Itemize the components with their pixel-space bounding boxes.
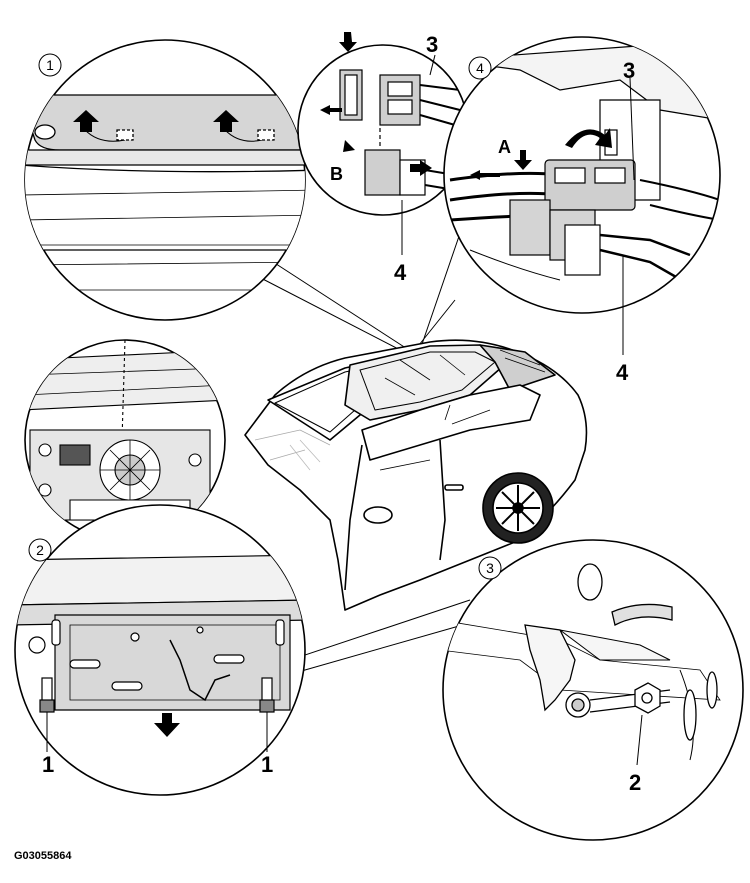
svg-text:1: 1 [46, 57, 54, 73]
svg-text:2: 2 [36, 542, 44, 558]
detail-connector-small [297, 32, 469, 216]
callout-arrow-a: A [498, 137, 511, 157]
detail-badge-4: 4 [468, 56, 492, 80]
callout-bolt-left: 1 [42, 752, 54, 777]
callout-leaders [46, 54, 643, 766]
down-arrow [154, 713, 180, 737]
detail-circle-3 [442, 539, 744, 841]
figure-id: G03055864 [14, 850, 72, 862]
detail-circle-1 [24, 39, 306, 321]
detail-circle-4 [443, 36, 721, 314]
detail-mechanism [24, 339, 226, 541]
lift-arrow-right [213, 110, 239, 132]
detail-circle-2 [14, 504, 306, 796]
car-illustration [244, 339, 588, 611]
callout-connector-bottom-small: 4 [394, 260, 407, 285]
detail-badge-3: 3 [478, 556, 502, 580]
svg-text:3: 3 [486, 560, 494, 576]
callout-bolt-right: 1 [261, 752, 273, 777]
callout-connector-bottom-large: 4 [616, 360, 629, 385]
detail-badge-2: 2 [28, 538, 52, 562]
lift-arrow-left [73, 110, 99, 132]
callout-arrow-b: B [330, 164, 343, 184]
svg-text:4: 4 [476, 60, 484, 76]
callout-nut: 2 [629, 770, 641, 795]
callout-connector-top-large: 3 [623, 58, 635, 83]
callout-connector-top-small: 3 [426, 32, 438, 57]
detail-badge-1: 1 [38, 53, 62, 77]
